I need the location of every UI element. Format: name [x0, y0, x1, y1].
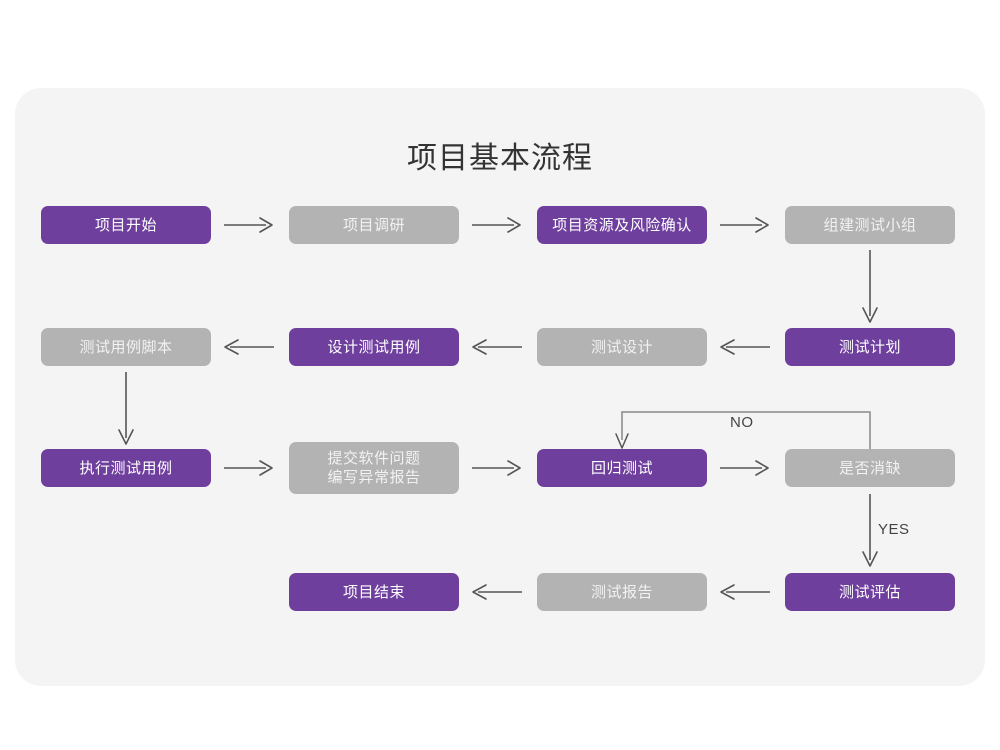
node-resource-risk-confirm[interactable]: 项目资源及风险确认 — [537, 206, 707, 244]
edge-label-no: NO — [730, 414, 754, 431]
page-title: 项目基本流程 — [407, 142, 593, 175]
edge-research-to-risk — [470, 214, 526, 236]
edge-label-yes: YES — [878, 521, 910, 538]
node-submit-bug-report[interactable]: 提交软件问题 编写异常报告 — [289, 442, 459, 494]
edge-report-to-end — [470, 581, 526, 603]
edge-evaluation-to-report — [718, 581, 774, 603]
edge-no-loop — [615, 410, 885, 454]
edge-submit-to-regression — [470, 457, 526, 479]
node-testcase-script[interactable]: 测试用例脚本 — [41, 328, 211, 366]
node-test-report[interactable]: 测试报告 — [537, 573, 707, 611]
node-test-design[interactable]: 测试设计 — [537, 328, 707, 366]
edge-team-to-testplan — [860, 250, 880, 326]
edge-start-to-research — [222, 214, 278, 236]
node-project-end[interactable]: 项目结束 — [289, 573, 459, 611]
edge-yes-to-evaluation — [860, 494, 880, 570]
edge-testplan-to-testdesign — [718, 336, 774, 358]
node-project-start[interactable]: 项目开始 — [41, 206, 211, 244]
edge-script-to-execute — [116, 372, 136, 448]
node-test-plan[interactable]: 测试计划 — [785, 328, 955, 366]
node-execute-testcase[interactable]: 执行测试用例 — [41, 449, 211, 487]
edge-design-to-script — [222, 336, 278, 358]
edge-risk-to-team — [718, 214, 774, 236]
edge-execute-to-submit — [222, 457, 278, 479]
edge-testdesign-to-design — [470, 336, 526, 358]
node-defect-cleared[interactable]: 是否消缺 — [785, 449, 955, 487]
node-design-testcase[interactable]: 设计测试用例 — [289, 328, 459, 366]
edge-regression-to-defect — [718, 457, 774, 479]
node-regression-test[interactable]: 回归测试 — [537, 449, 707, 487]
node-test-evaluation[interactable]: 测试评估 — [785, 573, 955, 611]
node-project-research[interactable]: 项目调研 — [289, 206, 459, 244]
node-build-test-team[interactable]: 组建测试小组 — [785, 206, 955, 244]
